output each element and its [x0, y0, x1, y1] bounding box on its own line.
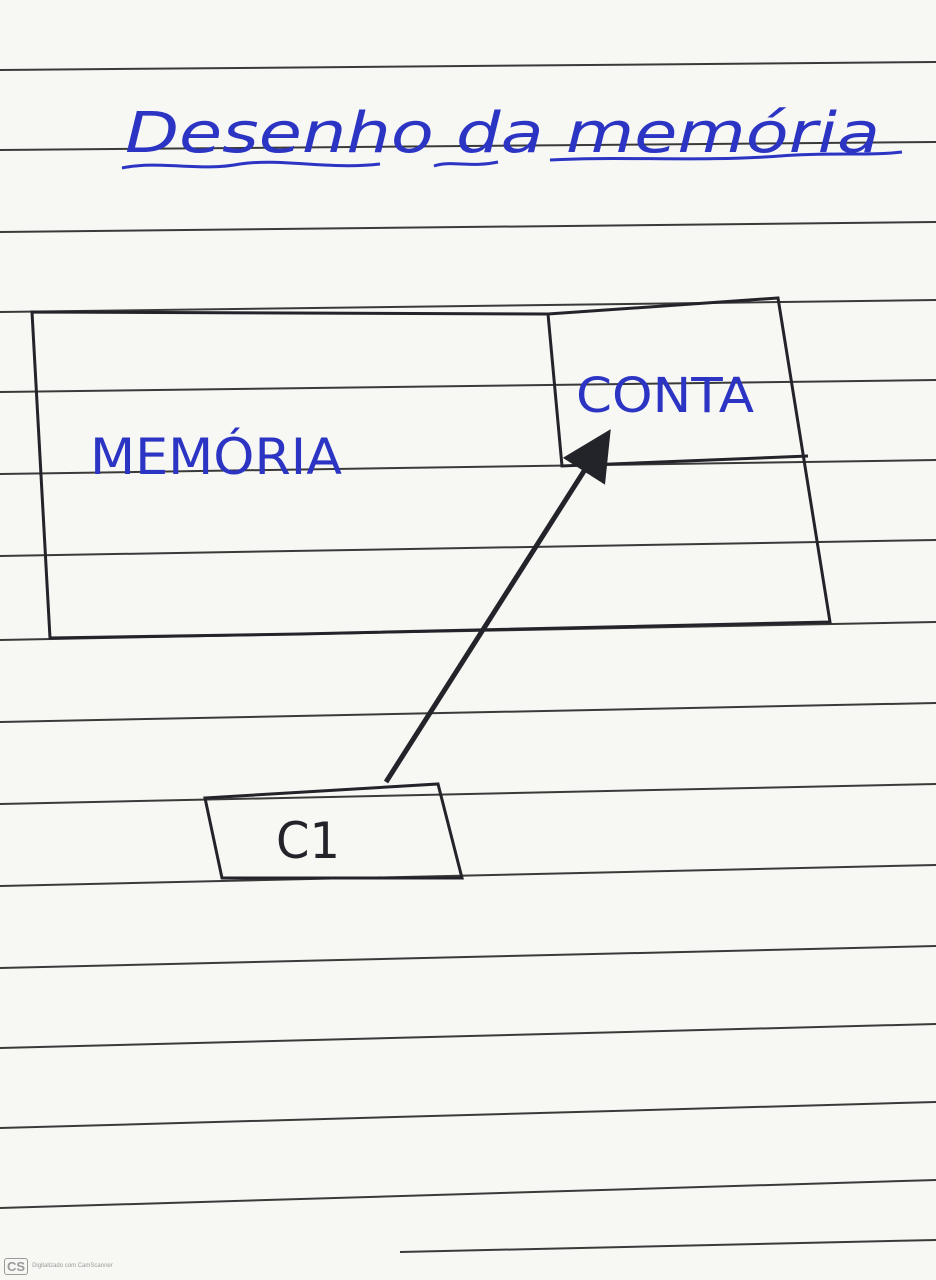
ruled-line	[0, 539, 936, 557]
ruled-line	[0, 1101, 936, 1129]
ruled-line	[0, 945, 936, 969]
variable-box	[203, 782, 464, 880]
object-label: CONTA	[576, 368, 754, 424]
ruled-line	[0, 299, 936, 313]
memory-label: MEMÓRIA	[90, 427, 342, 486]
ruled-line	[0, 1179, 936, 1209]
object-box	[546, 313, 809, 468]
title-underline	[121, 150, 903, 170]
ruled-line	[0, 702, 936, 723]
ruled-line	[399, 1239, 936, 1253]
ruled-line	[0, 864, 936, 887]
reference-arrow	[383, 429, 611, 784]
scanner-text: Digitalizado com CamScanner	[32, 1263, 113, 1269]
ruled-line	[0, 379, 936, 393]
ruled-line	[0, 61, 936, 71]
ruled-line	[0, 459, 936, 475]
ruled-line	[0, 783, 936, 805]
page-title: Desenho da memória	[125, 101, 880, 166]
ruled-lines	[0, 61, 936, 1253]
variable-label: C1	[276, 812, 340, 870]
ruled-line	[0, 141, 936, 151]
ruled-line	[0, 1023, 936, 1049]
scanner-watermark: CS Digitalizado com CamScanner	[4, 1256, 113, 1276]
scanner-logo: CS	[4, 1257, 29, 1275]
ruled-line	[0, 221, 936, 233]
